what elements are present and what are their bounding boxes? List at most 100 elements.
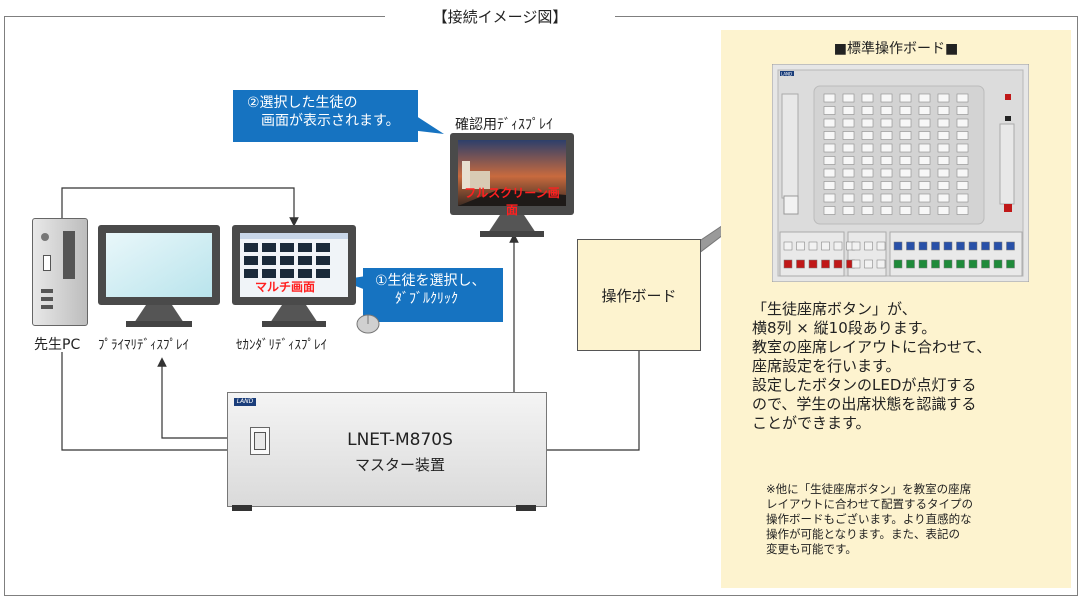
vent [41,297,53,301]
board-button [808,259,818,269]
seat-button [937,156,950,165]
seat-button [899,156,912,165]
seat-button [918,131,931,140]
seat-button [899,131,912,140]
board-button [851,259,861,269]
description-line: ので、学生の出席状態を認識する [752,395,977,413]
seat-button [823,143,836,153]
board-button [893,259,903,269]
seat-button [861,131,874,140]
seat-button [918,118,931,128]
board-button [783,241,793,251]
seat-button [937,206,950,215]
seat-button [956,131,969,140]
description-line: 「生徒座席ボタン」が、 [752,300,917,318]
seat-button [880,181,893,190]
note-line: 操作が可能となります。また、表記の [766,527,961,541]
board-panel-title: ■標準操作ボード■ [833,41,959,57]
seat-button [861,193,874,203]
callout-pointer [410,112,444,134]
note-line: 変更も可能です。 [766,542,857,556]
seat-button [823,156,836,165]
confirm-display-screen-text: フルスクリーン画面 [464,186,560,217]
board-button [851,241,861,251]
board-button [906,259,915,269]
board-button [796,241,805,251]
board-button [876,241,886,251]
callout-line: ﾀﾞﾌﾞﾙｸﾘｯｸ [395,291,458,307]
seat-button [880,118,893,128]
seat-button [956,181,969,190]
usb-port [43,255,51,271]
board-brand: LAND [781,72,792,77]
board-button [1006,241,1015,251]
confirm-display-label: 確認用ﾃﾞｨｽﾌﾟﾚｲ [455,117,553,133]
secondary-display-monitor [232,225,356,327]
seat-button [823,193,836,203]
seat-button [842,181,855,190]
seat-button [918,93,931,103]
seat-button [899,106,912,115]
seat-button [956,193,969,203]
seat-button [899,181,912,190]
seat-button [956,106,969,115]
seat-button [823,131,836,140]
seat-button [861,181,874,190]
master-brand-logo: LAND [234,398,256,406]
seat-button [842,143,855,153]
seat-button [937,168,950,178]
board-button [1006,259,1015,269]
master-device: LAND [227,392,547,507]
description-line: 座席設定を行います。 [752,357,901,375]
seat-button [823,206,836,215]
seat-button [937,118,950,128]
board-button [943,241,953,251]
seat-button [861,156,874,165]
seat-button [937,181,950,190]
seat-button [823,118,836,128]
seat-button [842,193,855,203]
board-button [968,241,978,251]
board-note: ※他に「生徒座席ボタン」を教室の座席 レイアウトに合わせて配置するタイプの 操作… [766,482,1066,557]
seat-button [880,156,893,165]
board-button [783,259,793,269]
master-power-switch [250,427,270,455]
seat-button [842,118,855,128]
seat-button [899,206,912,215]
seat-button [937,131,950,140]
seat-button [956,168,969,178]
board-button [833,241,843,251]
board-button [981,241,990,251]
frame-title: 【接続イメージ図】 [385,6,615,27]
callout-line: 画面が表示されます。 [261,113,400,129]
confirm-display-monitor [450,133,574,237]
seat-button [861,93,874,103]
seat-button [956,93,969,103]
board-button [893,241,903,251]
seat-button [937,193,950,203]
vent [41,305,53,309]
board-button [821,259,830,269]
seat-button [956,143,969,153]
seat-button [842,93,855,103]
secondary-display-label: ｾｶﾝﾀﾞﾘﾃﾞｨｽﾌﾟﾚｲ [236,338,327,353]
board-button [956,241,965,251]
description-line: 設定したボタンのLEDが点灯する [752,376,977,394]
board-button [993,241,1003,251]
seat-button [823,181,836,190]
seat-button [918,206,931,215]
seat-button [918,106,931,115]
description-line: 横8列 × 縦10段あります。 [752,319,937,337]
seat-button [861,143,874,153]
board-button [993,259,1003,269]
board-button [864,259,873,269]
seat-button [937,106,950,115]
board-button [968,259,978,269]
seat-button [918,181,931,190]
master-foot [232,505,252,511]
seat-button [861,118,874,128]
board-button [956,259,965,269]
board-button [981,259,990,269]
seat-button [861,168,874,178]
board-description: 「生徒座席ボタン」が、 横8列 × 縦10段あります。 教室の座席レイアウトに合… [752,300,1062,433]
